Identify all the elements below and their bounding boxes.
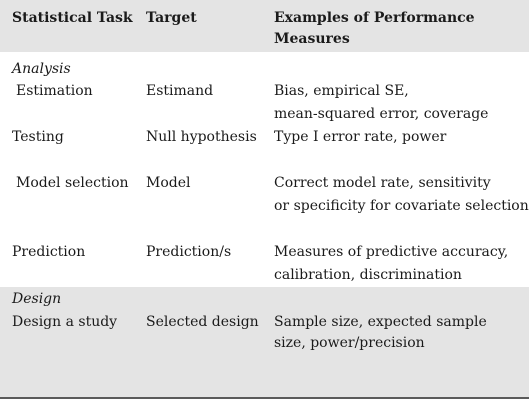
section-label-analysis: Analysis [12,61,71,77]
row-prediction-examples-line1: Measures of predictive accuracy, [274,244,509,260]
section-label-design: Design [12,291,62,307]
row-design-study-examples-line2: size, power/precision [274,335,425,351]
table-bottom-rule [0,397,529,399]
header-statistical-task: Statistical Task [12,10,133,26]
row-prediction-target: Prediction/s [146,244,232,260]
row-model-selection-task: Model selection [16,175,129,191]
row-estimation-task: Estimation [16,83,93,99]
design-section-band [0,287,529,397]
row-model-selection-target: Model [146,175,191,191]
row-estimation-examples-line1: Bias, empirical SE, [274,83,409,99]
header-examples-line2: Measures [274,31,350,47]
row-design-study-target: Selected design [146,314,259,330]
row-testing-examples-line1: Type I error rate, power [274,129,447,145]
row-design-study-task: Design a study [12,314,118,330]
row-testing-target: Null hypothesis [146,129,257,145]
row-prediction-examples-line2: calibration, discrimination [274,267,462,283]
row-estimation-target: Estimand [146,83,214,99]
table-header-band [0,0,529,52]
header-target: Target [146,10,197,26]
header-examples-line1: Examples of Performance [274,10,475,26]
row-model-selection-examples-line2: or specificity for covariate selection [274,198,529,214]
row-prediction-task: Prediction [12,244,86,260]
row-model-selection-examples-line1: Correct model rate, sensitivity [274,175,491,191]
row-design-study-examples-line1: Sample size, expected sample [274,314,487,330]
row-testing-task: Testing [12,129,64,145]
row-estimation-examples-line2: mean-squared error, coverage [274,106,489,122]
